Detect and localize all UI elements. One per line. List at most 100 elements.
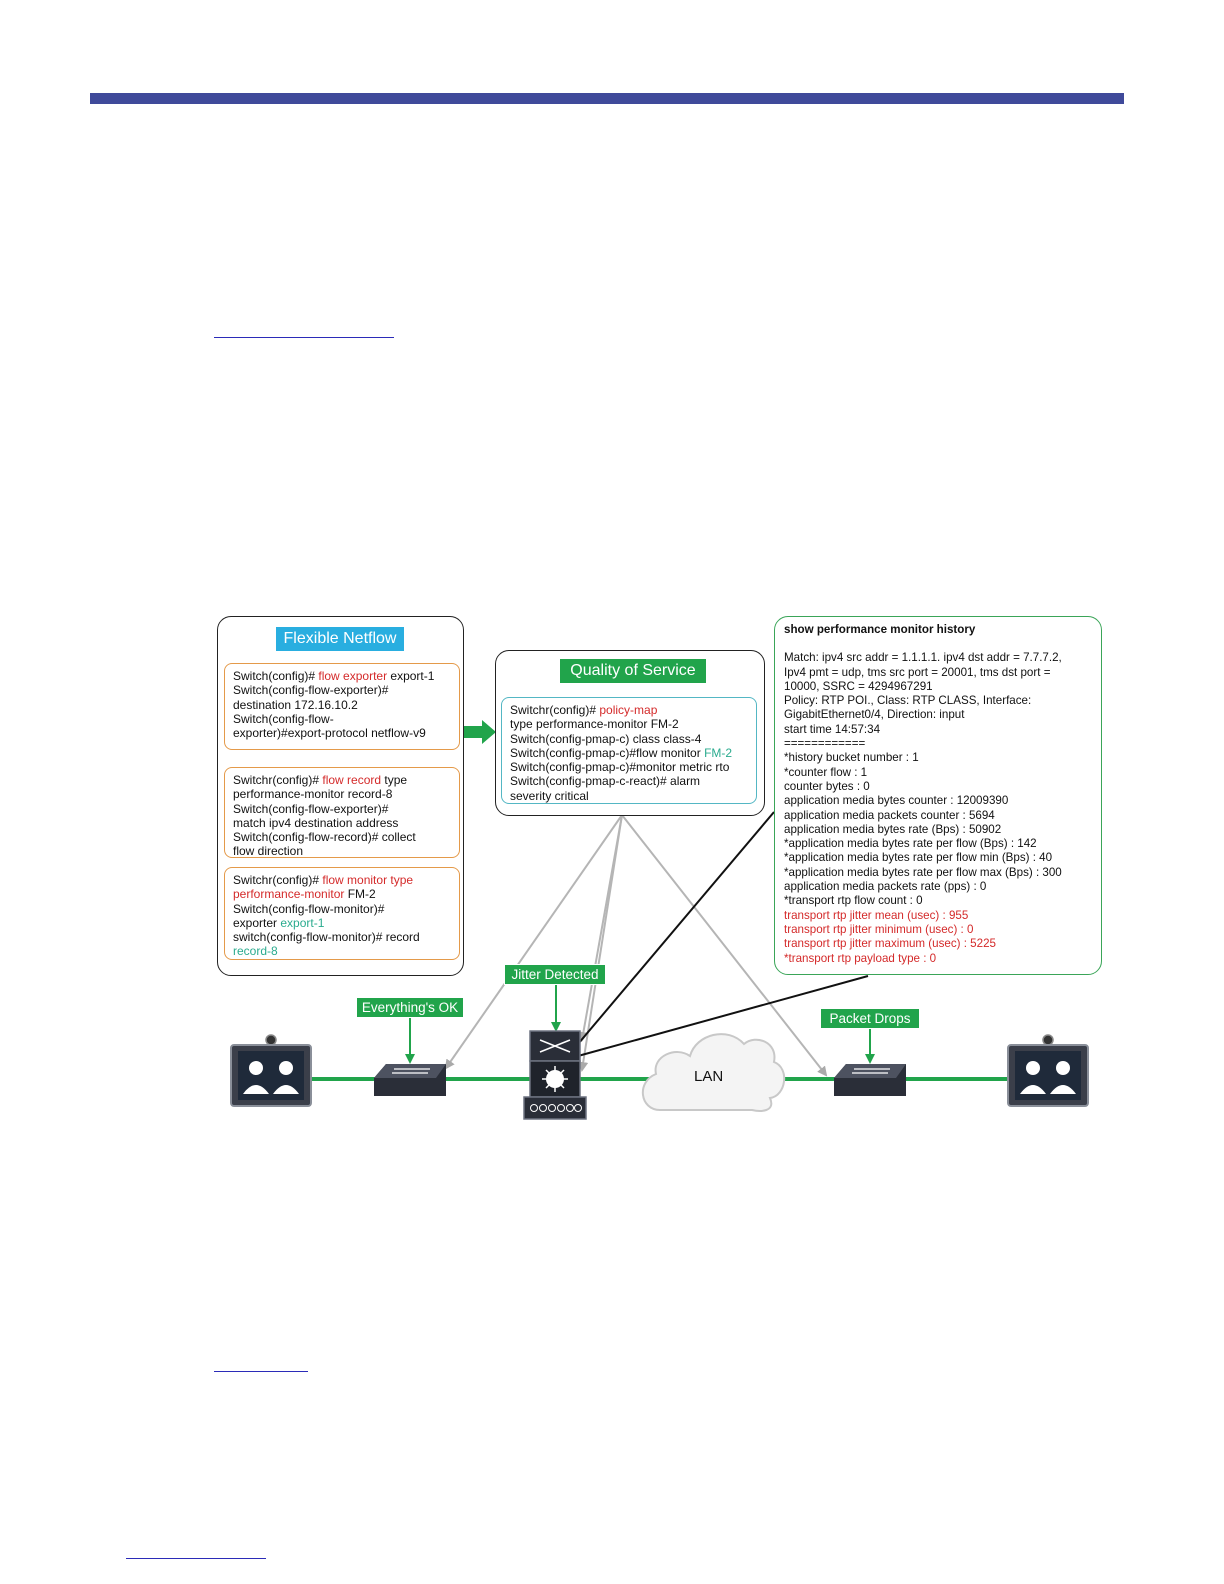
config-line: Switch(config)# flow exporter export-1	[233, 669, 451, 683]
lan-label: LAN	[694, 1068, 724, 1085]
link-underline[interactable]	[214, 1371, 308, 1372]
everything-ok-label: Everything's OK	[356, 997, 464, 1018]
config-line: match ipv4 destination address	[233, 816, 451, 830]
config-line: flow direction	[233, 844, 451, 858]
switch-icon	[374, 1064, 446, 1096]
config-token: Switch(config-pmap-c)#flow monitor	[510, 745, 705, 760]
config-line: exporter)#export-protocol netflow-v9	[233, 726, 451, 740]
config-token: type performance-monitor FM-2	[510, 717, 679, 732]
config-token: FM-2	[344, 887, 376, 902]
history-line: application media packets rate (pps) : 0	[784, 880, 987, 894]
config-token: match ipv4 destination address	[233, 815, 399, 830]
lan-cloud-icon	[641, 1033, 785, 1112]
config-token: flow record	[322, 773, 382, 787]
config-token: Switch(config)#	[233, 669, 319, 683]
history-line: application media bytes rate (Bps) : 509…	[784, 822, 1002, 836]
qos-fan-line	[621, 814, 828, 1077]
config-line: destination 172.16.10.2	[233, 698, 451, 712]
history-line: GigabitEthernet0/4, Direction: input	[784, 708, 965, 722]
config-token: record-8	[233, 944, 278, 959]
config-line: severity critical	[510, 789, 748, 803]
history-link	[577, 811, 775, 1045]
performance-monitor-history: show performance monitor history Match: …	[774, 616, 1102, 975]
netflow-to-qos-arrow	[462, 720, 496, 744]
link-underline[interactable]	[126, 1558, 266, 1559]
history-line: *counter flow : 1	[784, 765, 868, 779]
qos-panel: Quality of Service Switchr(config)# poli…	[495, 650, 765, 816]
config-line: Switch(config-flow-	[233, 712, 451, 726]
config-line: Switchr(config)# flow record type	[233, 773, 451, 787]
history-line: Policy: RTP POI., Class: RTP CLASS, Inte…	[784, 694, 1032, 708]
history-line: transport rtp jitter maximum (usec) : 52…	[784, 937, 996, 951]
history-line: *application media bytes rate per flow m…	[784, 851, 1053, 865]
config-line: type performance-monitor FM-2	[510, 717, 748, 731]
config-token: Switchr(config)#	[510, 703, 600, 717]
link-underline[interactable]	[214, 337, 394, 338]
switch-icon	[834, 1064, 906, 1096]
jitter-detected-label: Jitter Detected	[504, 964, 606, 985]
config-token: Switch(config-flow-monitor)#	[233, 901, 385, 916]
config-token: Switch(config-pmap-c)#monitor metric rto	[510, 760, 730, 775]
config-token: flow direction	[233, 844, 304, 859]
history-line: ============	[784, 737, 866, 751]
history-line: transport rtp jitter minimum (usec) : 0	[784, 922, 974, 936]
history-line: start time 14:57:34	[784, 722, 881, 736]
history-line: application media bytes counter : 120093…	[784, 794, 1009, 808]
config-token: Switchr(config)#	[233, 773, 323, 787]
history-line: *history bucket number : 1	[784, 751, 919, 765]
config-line: Switchr(config)# policy-map	[510, 703, 748, 717]
config-token: FM-2	[704, 745, 733, 760]
history-line: *transport rtp flow count : 0	[784, 894, 923, 908]
config-line: Switch(config-pmap-c)#flow monitor FM-2	[510, 746, 748, 760]
config-token: Switch(config-flow-exporter)#	[233, 683, 389, 698]
config-token: performance-monitor record-8	[233, 787, 393, 802]
config-token: Switch(config-pmap-c) class class-4	[510, 731, 702, 746]
config-token: export-1	[280, 915, 325, 930]
history-line: 10000, SSRC = 4294967291	[784, 679, 933, 693]
config-token: export-1	[387, 669, 435, 683]
config-line: Switch(config-pmap-c-react)# alarm	[510, 774, 748, 788]
config-line: Switch(config-flow-exporter)#	[233, 802, 451, 816]
qos-fan-line	[578, 814, 623, 1072]
config-line: switch(config-flow-monitor)# record	[233, 930, 451, 944]
history-line: application media packets counter : 5694	[784, 808, 995, 822]
config-token: severity critical	[510, 788, 589, 803]
config-line: record-8	[233, 944, 451, 958]
config-line: performance-monitor FM-2	[233, 887, 451, 901]
config-line: Switch(config-flow-exporter)#	[233, 683, 451, 697]
config-token: Switch(config-flow-	[233, 711, 334, 726]
history-link	[577, 975, 869, 1057]
config-token: Switch(config-pmap-c-react)# alarm	[510, 774, 701, 789]
header-rule	[90, 93, 1124, 104]
config-line: performance-monitor record-8	[233, 787, 451, 801]
config-token: policy-map	[599, 703, 658, 717]
config-token: Switchr(config)#	[233, 873, 323, 887]
config-token: exporter	[233, 915, 281, 930]
packet-drops-label: Packet Drops	[820, 1008, 920, 1029]
config-token: switch(config-flow-monitor)# record	[233, 930, 420, 945]
config-token: performance-monitor	[233, 887, 345, 902]
video-endpoint-icon	[1007, 1034, 1089, 1107]
netflow-panel: Flexible Netflow Switch(config)# flow ex…	[217, 616, 464, 976]
core-router-icon	[523, 1030, 587, 1120]
config-token: type	[381, 773, 408, 787]
config-token: destination 172.16.10.2	[233, 697, 358, 712]
config-line: Switch(config-pmap-c)#monitor metric rto	[510, 760, 748, 774]
config-token: exporter)#export-protocol netflow-v9	[233, 726, 426, 741]
config-token: Switch(config-flow-exporter)#	[233, 801, 389, 816]
video-endpoint-icon	[230, 1034, 312, 1107]
history-line: transport rtp jitter mean (usec) : 955	[784, 908, 969, 922]
netflow-title: Flexible Netflow	[276, 627, 404, 651]
history-line: counter bytes : 0	[784, 779, 870, 793]
history-line: Match: ipv4 src addr = 1.1.1.1. ipv4 dst…	[784, 651, 1062, 665]
qos-title: Quality of Service	[560, 659, 706, 683]
config-token: Switch(config-flow-record)# collect	[233, 830, 416, 845]
config-token: flow monitor type	[322, 873, 414, 887]
config-token: flow exporter	[318, 669, 388, 683]
history-line: *application media bytes rate per flow (…	[784, 837, 1037, 851]
history-line: *application media bytes rate per flow m…	[784, 865, 1062, 879]
